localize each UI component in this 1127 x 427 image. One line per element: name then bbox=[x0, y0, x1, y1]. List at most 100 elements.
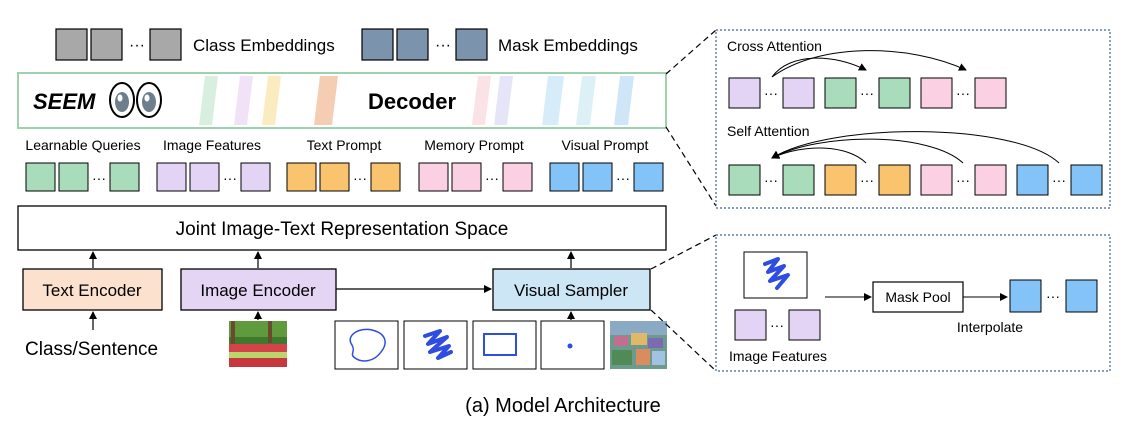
visual-prompt-square bbox=[1070, 164, 1103, 196]
joint-representation-box bbox=[17, 205, 667, 251]
query-square bbox=[824, 77, 857, 109]
learnable-queries-label: Learnable Queries bbox=[25, 137, 140, 153]
ellipsis: ··· bbox=[770, 317, 784, 333]
query-square bbox=[25, 162, 56, 192]
self-attention-label: Self Attention bbox=[727, 123, 810, 139]
image-features-label: Image Features bbox=[163, 137, 261, 153]
mask-pool-label: Mask Pool bbox=[885, 289, 950, 305]
decoder-stripe bbox=[472, 76, 491, 125]
joint-representation-label: Joint Image-Text Representation Space bbox=[176, 219, 509, 240]
decoder-bar: SEEM Decoder bbox=[17, 72, 667, 129]
zoom-connector bbox=[665, 126, 717, 207]
box-prompt-frame bbox=[472, 320, 537, 370]
ellipsis: ··· bbox=[764, 172, 778, 188]
mask-embedding-square bbox=[361, 28, 394, 61]
class-embedding-square bbox=[90, 28, 123, 61]
interpolate-label: Interpolate bbox=[957, 319, 1023, 335]
image-feature-square bbox=[189, 162, 220, 192]
text-encoder-box bbox=[22, 268, 163, 311]
mask-outline-icon bbox=[349, 328, 386, 362]
image-feature-square bbox=[734, 309, 767, 341]
zoom-connector bbox=[665, 29, 717, 75]
cross-attention-arrow bbox=[771, 50, 967, 78]
image-encoder-label: Image Encoder bbox=[200, 281, 316, 300]
self-attention-arrow bbox=[771, 131, 1060, 164]
scribble-icon bbox=[763, 257, 790, 290]
visual-sampler-panel: ··· Image Features Mask Pool ··· Interpo… bbox=[715, 234, 1111, 372]
ellipsis: ··· bbox=[92, 170, 106, 186]
visual-prompt-square bbox=[1009, 279, 1042, 313]
visual-sampler-box bbox=[492, 268, 651, 311]
decoder-stripe bbox=[314, 76, 338, 125]
mask-pool-box bbox=[872, 281, 964, 313]
image-feature-square bbox=[788, 309, 821, 341]
decoder-stripe bbox=[542, 76, 564, 125]
ellipsis: ··· bbox=[860, 172, 874, 188]
class-embedding-square bbox=[149, 28, 182, 61]
visual-prompt-square bbox=[582, 162, 613, 192]
painting-thumbnail bbox=[610, 321, 667, 369]
class-embedding-square bbox=[55, 28, 88, 61]
visual-prompt-squares: ··· bbox=[549, 162, 664, 192]
text-prompt-label: Text Prompt bbox=[307, 137, 382, 153]
zoom-connector bbox=[650, 234, 717, 270]
query-square bbox=[109, 162, 140, 192]
decoder-stripe bbox=[199, 76, 218, 125]
ellipsis: ··· bbox=[616, 170, 630, 186]
decoder-stripe bbox=[494, 76, 513, 125]
ellipsis: ··· bbox=[129, 37, 145, 54]
text-prompt-square bbox=[370, 162, 401, 192]
memory-prompt-squares: ··· bbox=[418, 162, 533, 192]
visual-prompt-square bbox=[1065, 279, 1098, 313]
mask-prompt-frame bbox=[334, 320, 399, 370]
image-feature-square bbox=[728, 77, 761, 109]
point-prompt-frame bbox=[540, 320, 605, 370]
memory-prompt-square bbox=[502, 162, 533, 192]
ellipsis: ··· bbox=[860, 85, 874, 101]
attention-panel: Cross Attention ··· ··· ··· Self Attenti… bbox=[715, 29, 1111, 209]
visual-prompt-examples bbox=[334, 320, 605, 370]
image-features-squares: ··· bbox=[156, 162, 271, 192]
query-square bbox=[58, 162, 89, 192]
point-icon bbox=[567, 343, 573, 349]
memory-prompt-square bbox=[418, 162, 449, 192]
ellipsis: ··· bbox=[956, 172, 970, 188]
seem-logo-text: SEEM bbox=[33, 89, 96, 114]
scribble-icon bbox=[423, 329, 453, 360]
mask-embeddings-legend: ··· Mask Embeddings bbox=[361, 28, 638, 61]
class-sentence-label: Class/Sentence bbox=[25, 339, 158, 360]
garden-photo-thumbnail bbox=[229, 321, 287, 367]
mask-embedding-square bbox=[455, 28, 488, 61]
class-embeddings-label: Class Embeddings bbox=[193, 36, 335, 55]
text-prompt-square bbox=[319, 162, 350, 192]
ellipsis: ··· bbox=[223, 170, 237, 186]
visual-prompt-square bbox=[1016, 164, 1049, 196]
text-prompt-squares: ··· bbox=[286, 162, 401, 192]
text-prompt-square bbox=[878, 164, 911, 196]
ellipsis: ··· bbox=[435, 37, 451, 54]
visual-prompt-square bbox=[633, 162, 664, 192]
visual-prompt-label: Visual Prompt bbox=[562, 137, 649, 153]
decoder-stripe bbox=[234, 76, 253, 125]
memory-prompt-square bbox=[974, 77, 1007, 109]
text-prompt-square bbox=[824, 164, 857, 196]
text-prompt-square bbox=[286, 162, 317, 192]
prompt-groups: Learnable Queries Image Features Text Pr… bbox=[25, 137, 664, 192]
zoom-connector bbox=[650, 309, 717, 372]
text-encoder-label: Text Encoder bbox=[42, 281, 142, 300]
self-attention-arrow bbox=[771, 138, 964, 164]
image-encoder-box bbox=[180, 268, 337, 311]
visual-sampler-label: Visual Sampler bbox=[514, 281, 628, 300]
self-attention-arrow bbox=[771, 147, 867, 164]
memory-prompt-label: Memory Prompt bbox=[424, 137, 524, 153]
visual-prompt-square bbox=[549, 162, 580, 192]
ellipsis: ··· bbox=[1052, 172, 1066, 188]
decoder-stripe bbox=[576, 76, 596, 125]
ellipsis: ··· bbox=[353, 170, 367, 186]
query-square bbox=[782, 164, 815, 196]
decoder-stripe bbox=[614, 76, 634, 125]
ellipsis: ··· bbox=[485, 170, 499, 186]
ellipsis: ··· bbox=[1046, 288, 1060, 304]
decoder-stripe bbox=[262, 76, 281, 125]
